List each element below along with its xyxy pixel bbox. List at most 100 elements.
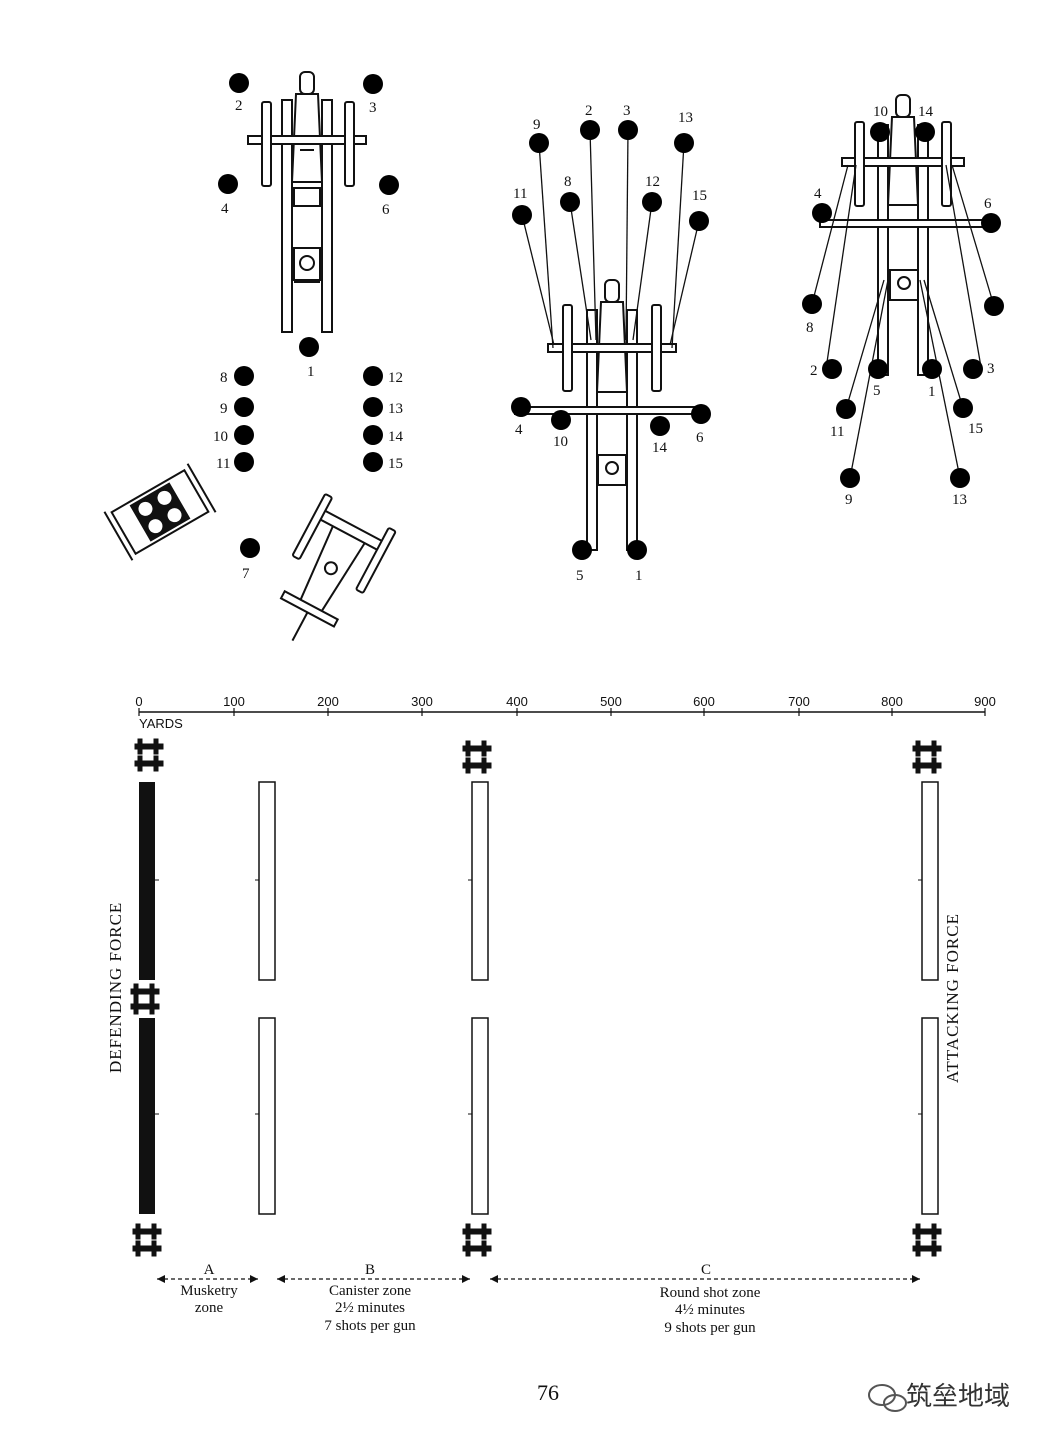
middle-crew-8 [560,192,580,212]
middle-gun-diagram: 9 2 3 13 11 8 12 15 4 10 14 6 5 1 [511,103,711,584]
right-label-3: 3 [987,361,995,377]
right-gun-carriage [819,94,993,376]
watermark: 筑垒地域 [868,1382,1010,1412]
right-gun-diagram: 10 14 4 6 8 2 5 1 3 11 15 9 13 [802,94,1004,508]
scale-tick-marks [138,708,986,716]
wechat-icon [868,1384,907,1412]
left-crew-markers [218,73,399,558]
left-crew-13 [363,397,383,417]
attacking-force-label: ATTACKING FORCE [943,913,962,1083]
middle-crew-4 [511,397,531,417]
left-label-7: 7 [242,566,250,582]
line-section-ticks [155,879,922,1115]
left-label-10: 10 [213,429,228,445]
left-crew-4 [218,174,238,194]
tick-label-300: 300 [411,694,433,709]
right-label-14: 14 [918,104,934,120]
range-scale: 0 100 200 300 400 500 600 700 800 900 YA… [135,694,995,731]
middle-crew-5 [572,540,592,560]
right-rope-lines [811,164,995,479]
middle-label-8: 8 [564,174,572,190]
middle-label-15: 15 [692,188,707,204]
right-crew-extra [984,296,1004,316]
left-crew-15 [363,452,383,472]
gun-icon-attacking-top [912,740,942,774]
zone-b-label: B Canister zone 2½ minutes 7 shots per g… [324,1262,416,1334]
defending-line-lower [139,1018,155,1214]
gun-icon-defending-middle [130,983,160,1015]
left-label-14: 14 [388,429,404,445]
middle-label-13: 13 [678,110,693,126]
right-label-2: 2 [810,363,818,379]
middle-label-4: 4 [515,422,523,438]
left-crew-12 [363,366,383,386]
middle-crew-labels: 9 2 3 13 11 8 12 15 4 10 14 6 5 1 [513,103,707,584]
middle-label-2: 2 [585,103,593,119]
zone-c-line3: 9 shots per gun [664,1320,756,1336]
defending-force-label: DEFENDING FORCE [106,902,125,1073]
middle-crew-13 [674,133,694,153]
middle-rope-lines [521,129,700,349]
position-a-lower [258,1017,276,1215]
zone-c-line2: 4½ minutes [675,1302,745,1318]
right-crew-8 [802,294,822,314]
middle-label-14: 14 [652,440,668,456]
zone-b-line3: 7 shots per gun [324,1318,416,1334]
zone-a-name: Musketry [180,1283,238,1299]
small-gun-icons [130,738,942,1257]
middle-gun-carriage [514,279,706,551]
left-crew-11 [234,452,254,472]
left-label-4: 4 [221,201,229,217]
middle-label-9: 9 [533,117,541,133]
gun-icon-attacking-bottom [912,1223,942,1257]
right-crew-4 [812,203,832,223]
gun-icon-defending-top [134,738,164,772]
middle-crew-12 [642,192,662,212]
middle-crew-3 [618,120,638,140]
middle-crew-15 [689,211,709,231]
left-crew-3 [363,74,383,94]
gun-icon-defending-bottom [132,1223,162,1257]
position-a-upper [258,781,276,981]
left-label-1: 1 [307,364,315,380]
left-label-11: 11 [216,456,230,472]
right-label-8: 8 [806,320,814,336]
left-label-2: 2 [235,98,243,114]
gun-icon-mid-top [462,740,492,774]
right-label-15: 15 [968,421,983,437]
left-crew-9 [234,397,254,417]
middle-crew-14 [650,416,670,436]
right-crew-10 [870,122,890,142]
page-number: 76 [537,1380,559,1405]
zone-b-letter: B [365,1262,375,1278]
middle-crew-11 [512,205,532,225]
left-label-9: 9 [220,401,228,417]
left-crew-8 [234,366,254,386]
right-label-6: 6 [984,196,992,212]
left-label-8: 8 [220,370,228,386]
position-b-lower [471,1017,489,1215]
tick-label-700: 700 [788,694,810,709]
zone-b-name: Canister zone [329,1283,411,1299]
right-crew-14 [915,122,935,142]
zone-a-letter: A [204,1262,215,1278]
zone-c-label: C Round shot zone 4½ minutes 9 shots per… [660,1262,761,1336]
right-crew-3 [963,359,983,379]
tick-label-500: 500 [600,694,622,709]
left-crew-6 [379,175,399,195]
left-crew-10 [234,425,254,445]
right-label-9: 9 [845,492,853,508]
zone-a-line2: zone [195,1300,224,1316]
right-label-1: 1 [928,384,936,400]
middle-label-11: 11 [513,186,527,202]
limber [279,493,397,642]
tick-label-200: 200 [317,694,339,709]
tick-label-0: 0 [135,694,142,709]
middle-label-10: 10 [553,434,568,450]
tick-label-800: 800 [881,694,903,709]
middle-label-1: 1 [635,568,643,584]
right-label-5: 5 [873,383,881,399]
zone-arrowheads [157,1275,920,1283]
left-label-6: 6 [382,202,390,218]
